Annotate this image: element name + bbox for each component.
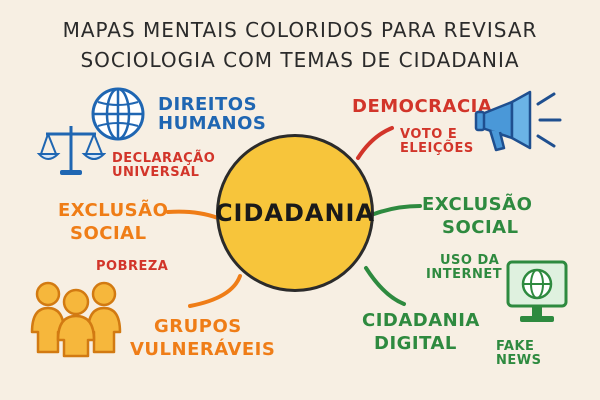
page-title-line-2: SOCIOLOGIA COM TEMAS DE CIDADANIA	[80, 48, 520, 72]
connector-digital	[364, 266, 406, 306]
branch-title-direitos-humanos: DIREITOS HUMANOS	[158, 94, 267, 134]
branch-title-grupos-vulneraveis: GRUPOS VULNERÁVEIS	[130, 316, 276, 360]
branch-title-exclusao-social-left: EXCLUSÃO SOCIAL	[58, 200, 169, 244]
connector-exclusao-right	[372, 204, 422, 216]
subtopic-pobreza: POBREZA	[96, 259, 169, 274]
central-topic-circle: CIDADANIA	[214, 134, 376, 292]
connector-democracia	[356, 126, 394, 160]
branch-title-cidadania-digital: CIDADANIA DIGITAL	[362, 310, 480, 354]
subtopic-uso-da-internet: USO DA INTERNET	[426, 253, 503, 282]
subtopic-voto-eleicoes: VOTO E ELEIÇÕES	[400, 127, 474, 156]
computer-icon	[506, 260, 568, 322]
connector-exclusao-left	[166, 209, 220, 220]
central-topic-label: CIDADANIA	[214, 199, 376, 227]
scales-icon	[36, 126, 106, 175]
subtopic-fake-news: FAKE NEWS	[496, 339, 542, 368]
people-icon	[30, 281, 122, 358]
globe-icon	[91, 87, 145, 141]
megaphone-icon	[474, 90, 562, 152]
subtopic-declaracao-universal: DECLARAÇÃO UNIVERSAL	[112, 151, 216, 180]
branch-title-democracia: DEMOCRACIA	[352, 96, 493, 117]
connector-grupos	[188, 274, 242, 308]
page-title-line-1: MAPAS MENTAIS COLORIDOS PARA REVISAR	[62, 18, 538, 42]
branch-title-exclusao-social-right: EXCLUSÃO SOCIAL	[422, 194, 533, 238]
